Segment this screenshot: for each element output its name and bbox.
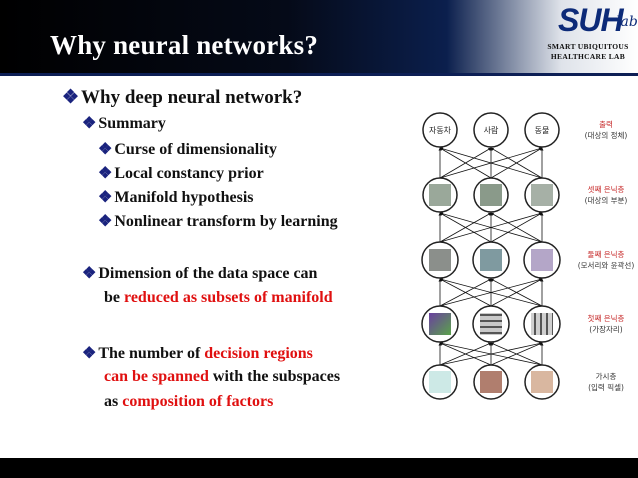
- layer-subtitle: (가장자리): [589, 324, 623, 334]
- layer-subtitle: (입력 픽셀): [588, 382, 624, 392]
- output-node-label: 사람: [484, 126, 499, 135]
- diamond-bullet-icon: ❖: [98, 165, 113, 182]
- feature-patch-image: [429, 371, 451, 393]
- feature-patch-image: [480, 184, 502, 206]
- connection-arrow: [490, 278, 543, 307]
- feature-patch-image: [480, 371, 502, 393]
- diamond-bullet-icon: ❖: [82, 115, 97, 132]
- feature-patch-image: [429, 249, 451, 271]
- regions-line-2: can be spanned with the subspaces: [104, 368, 341, 385]
- network-node: [473, 112, 509, 148]
- summary-item: ❖Manifold hypothesis: [98, 189, 254, 206]
- feature-patch-image: [429, 184, 451, 206]
- logo-subtitle-2: HEALTHCARE LAB: [550, 52, 626, 61]
- layer-title: 첫째 은닉층: [588, 314, 625, 323]
- network-nodes: 자동차 사람 동물: [421, 112, 561, 400]
- summary-item: ❖Nonlinear transform by learning: [98, 213, 338, 230]
- connection-arrow: [439, 278, 492, 307]
- layer-subtitle: (모서리와 윤곽선): [578, 260, 635, 270]
- connection-arrow: [439, 212, 492, 243]
- feature-patch-image: [480, 249, 502, 271]
- connection-arrow: [439, 278, 543, 307]
- connection-arrow: [490, 342, 543, 366]
- feature-patch-image: [531, 249, 553, 271]
- connection-arrow: [439, 147, 543, 179]
- header-rule: [0, 73, 638, 76]
- header-bar: [0, 0, 638, 73]
- bullet-main: ❖Why deep neural network?: [62, 87, 303, 108]
- feature-patch-image: [531, 371, 553, 393]
- feature-patch-image: [531, 184, 553, 206]
- bullet-regions: ❖The number of decision regions: [82, 345, 313, 362]
- network-connections: [438, 147, 544, 366]
- neural-network-figure: 자동차 사람 동물 출력(대상의 정체) 셋째 은닉층(대상의 부분) 둘째 은닉층(모…: [421, 112, 635, 400]
- diamond-bullet-icon: ❖: [62, 87, 80, 108]
- layer-labels: 출력(대상의 정체) 셋째 은닉층(대상의 부분) 둘째 은닉층(모서리와 윤곽선)…: [578, 119, 635, 392]
- network-node: [422, 112, 458, 148]
- bullet-dimension: ❖Dimension of the data space can: [82, 265, 318, 282]
- connection-arrow: [490, 212, 543, 243]
- layer-title: 셋째 은닉층: [588, 185, 625, 194]
- diamond-bullet-icon: ❖: [98, 213, 113, 230]
- layer-title: 가시층: [596, 372, 617, 381]
- summary-item: ❖Curse of dimensionality: [98, 141, 278, 158]
- layer-title: 출력: [599, 119, 613, 129]
- layer-subtitle: (대상의 부분): [585, 195, 628, 205]
- diamond-bullet-icon: ❖: [98, 141, 113, 158]
- bullet-summary: ❖Summary: [82, 115, 166, 132]
- network-node: [524, 112, 560, 148]
- diamond-bullet-icon: ❖: [82, 345, 97, 362]
- diamond-bullet-icon: ❖: [82, 265, 97, 282]
- output-node-label: 자동차: [429, 126, 452, 135]
- output-node-label: 동물: [535, 126, 550, 135]
- connection-arrow: [439, 341, 543, 366]
- feature-patch-image: [531, 313, 553, 335]
- connection-arrow: [439, 342, 492, 366]
- suh-lab-logo: SUH lab. SMART UBIQUITOUS HEALTHCARE LAB: [540, 2, 638, 70]
- regions-line-3: as composition of factors: [104, 393, 274, 410]
- layer-title: 둘째 은닉층: [588, 250, 625, 259]
- logo-wordmark: SUH: [558, 2, 624, 38]
- logo-subtitle-1: SMART UBIQUITOUS: [547, 42, 629, 51]
- connection-arrow: [439, 212, 543, 243]
- feature-patch-image: [429, 313, 451, 335]
- connection-arrow: [439, 147, 492, 179]
- footer-bar: [0, 458, 638, 478]
- summary-item: ❖Local constancy prior: [98, 165, 264, 182]
- logo-script: lab.: [616, 14, 638, 30]
- slide-title: Why neural networks?: [50, 30, 319, 60]
- connection-arrow: [490, 147, 543, 179]
- layer-subtitle: (대상의 정체): [585, 130, 628, 140]
- dimension-line-2: be reduced as subsets of manifold: [104, 289, 333, 306]
- feature-patch-image: [480, 313, 502, 335]
- diamond-bullet-icon: ❖: [98, 189, 113, 206]
